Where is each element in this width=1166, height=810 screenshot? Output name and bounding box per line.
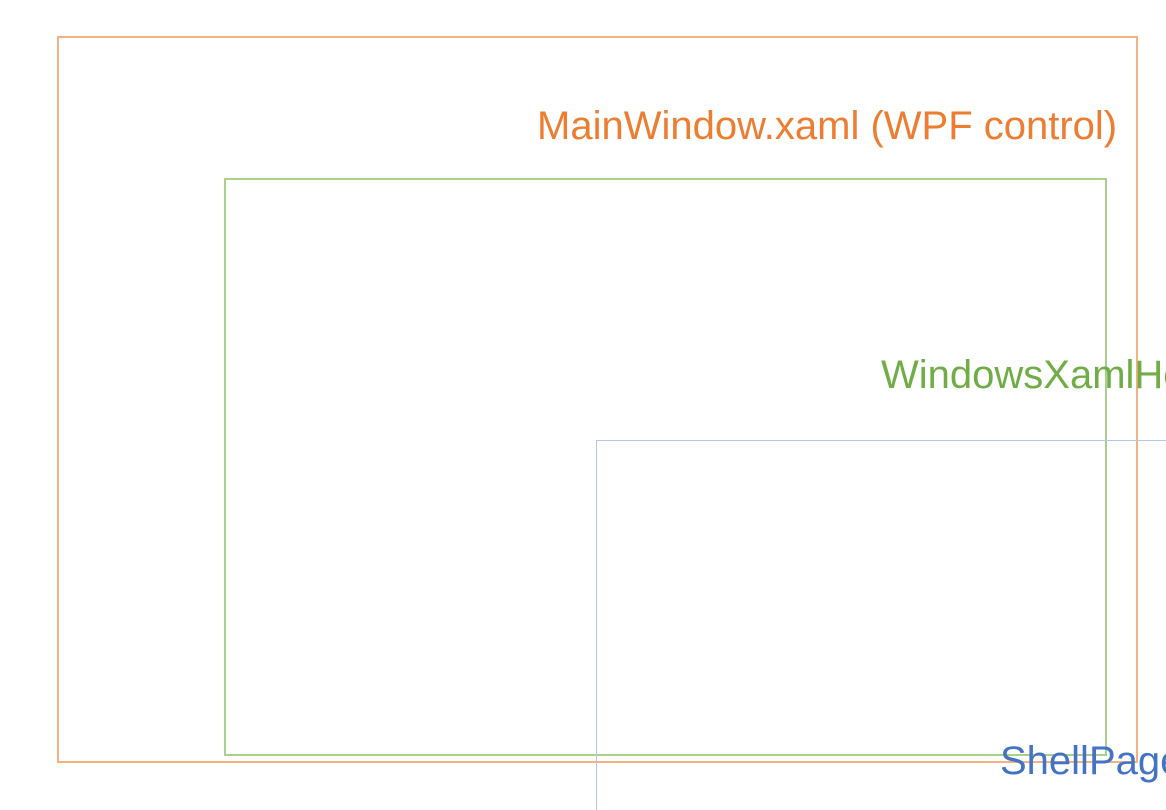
mainwindow-wpf-label: MainWindow.xaml (WPF control) (537, 104, 1118, 148)
mainwindow-wpf-box: MainWindow.xaml (WPF control) WindowsXam… (57, 36, 1166, 810)
windowsxamlhost-label: WindowsXamlHost (881, 353, 1166, 397)
shellpage-uwp-box: ShellPage.xaml (UWP control) Module 1 Mo… (596, 440, 1166, 810)
windowsxamlhost-box: WindowsXamlHost ShellPage.xaml (UWP cont… (224, 178, 1166, 810)
shellpage-uwp-label: ShellPage.xaml (UWP control) (1000, 739, 1166, 783)
